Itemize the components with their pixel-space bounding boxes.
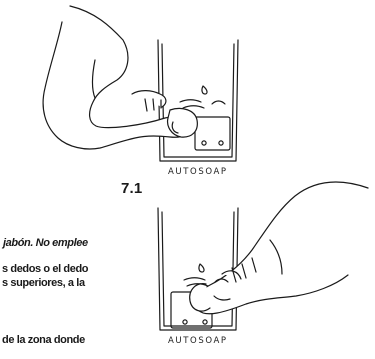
body-text-line: jabón. No emplee: [3, 237, 88, 249]
dispenser-brand-label: AUTOSOAP: [168, 336, 228, 346]
body-text-line: de la zona donde: [2, 334, 85, 346]
hand-bottom: [189, 181, 369, 315]
dispenser-bottom: [157, 207, 239, 331]
body-text-line: s dedos o el dedo: [2, 263, 89, 275]
dispenser-brand-label: AUTOSOAP: [168, 167, 228, 177]
figure-number: 7.1: [121, 180, 143, 197]
hand-top: [42, 5, 198, 150]
body-text-line: s superiores, a la: [2, 277, 85, 289]
